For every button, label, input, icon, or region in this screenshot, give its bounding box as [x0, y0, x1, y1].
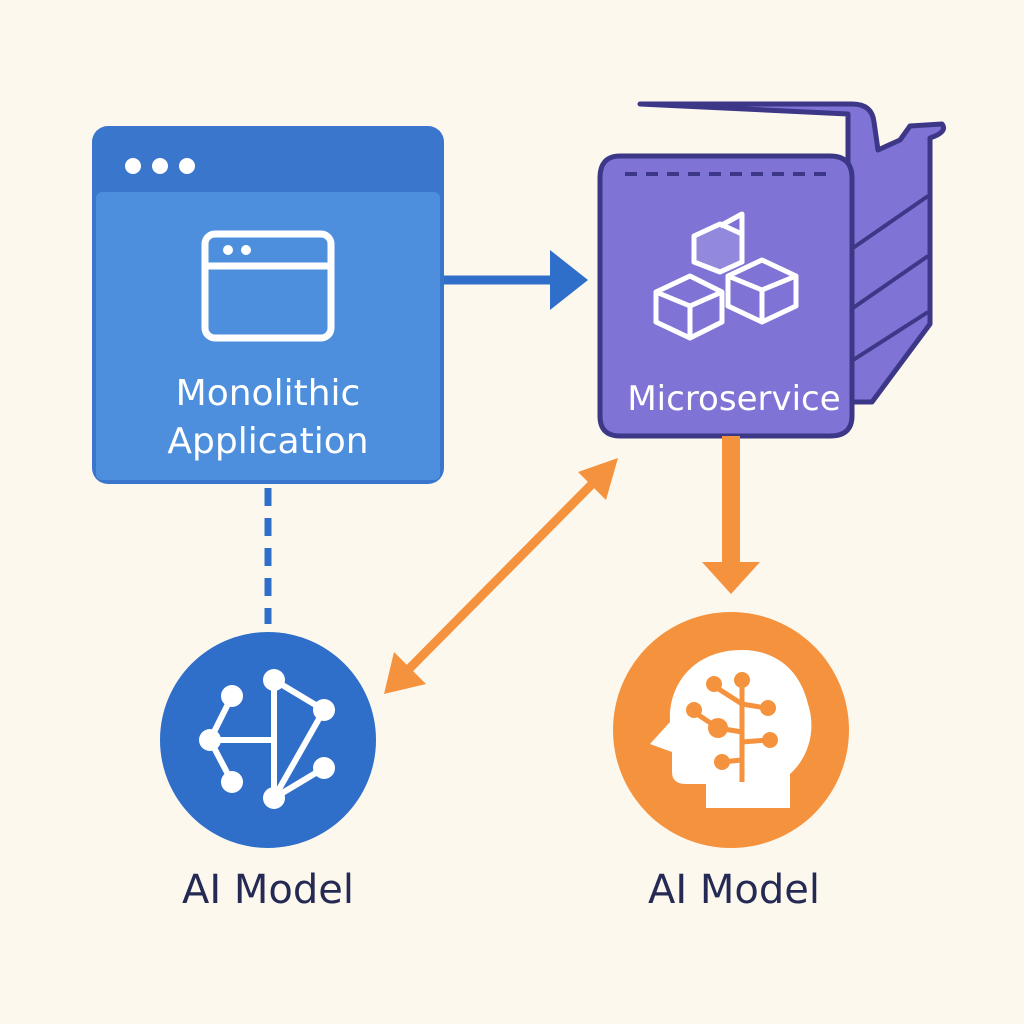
browser-window-icon [201, 230, 335, 342]
monolith-label-line2: Application [167, 421, 369, 462]
arrow-microservice-to-ai-model [702, 436, 760, 594]
window-dot-3 [179, 158, 195, 174]
double-arrow-microservice-ai-model [384, 458, 618, 694]
monolith-label-line1: Monolithic [175, 373, 361, 414]
microservice-node [597, 101, 946, 439]
microservice-label: Microservice [627, 379, 841, 419]
neural-network-icon [199, 669, 335, 809]
cubes-icon [653, 211, 799, 341]
microservice-side-stripes [848, 194, 930, 364]
ai-model-left-label: AI Model [182, 867, 354, 913]
ai-model-right-label: AI Model [648, 867, 820, 913]
window-dot-2 [152, 158, 168, 174]
ai-model-left-node [160, 632, 376, 848]
monolith-label: Monolithic Application [92, 370, 444, 466]
microservice-back-panel [637, 101, 946, 405]
arrow-monolith-to-microservice [444, 250, 588, 310]
brain-circuit-nodes [686, 672, 778, 770]
monolith-node [92, 126, 444, 484]
ai-model-right-node [613, 612, 849, 848]
window-dot-1 [125, 158, 141, 174]
